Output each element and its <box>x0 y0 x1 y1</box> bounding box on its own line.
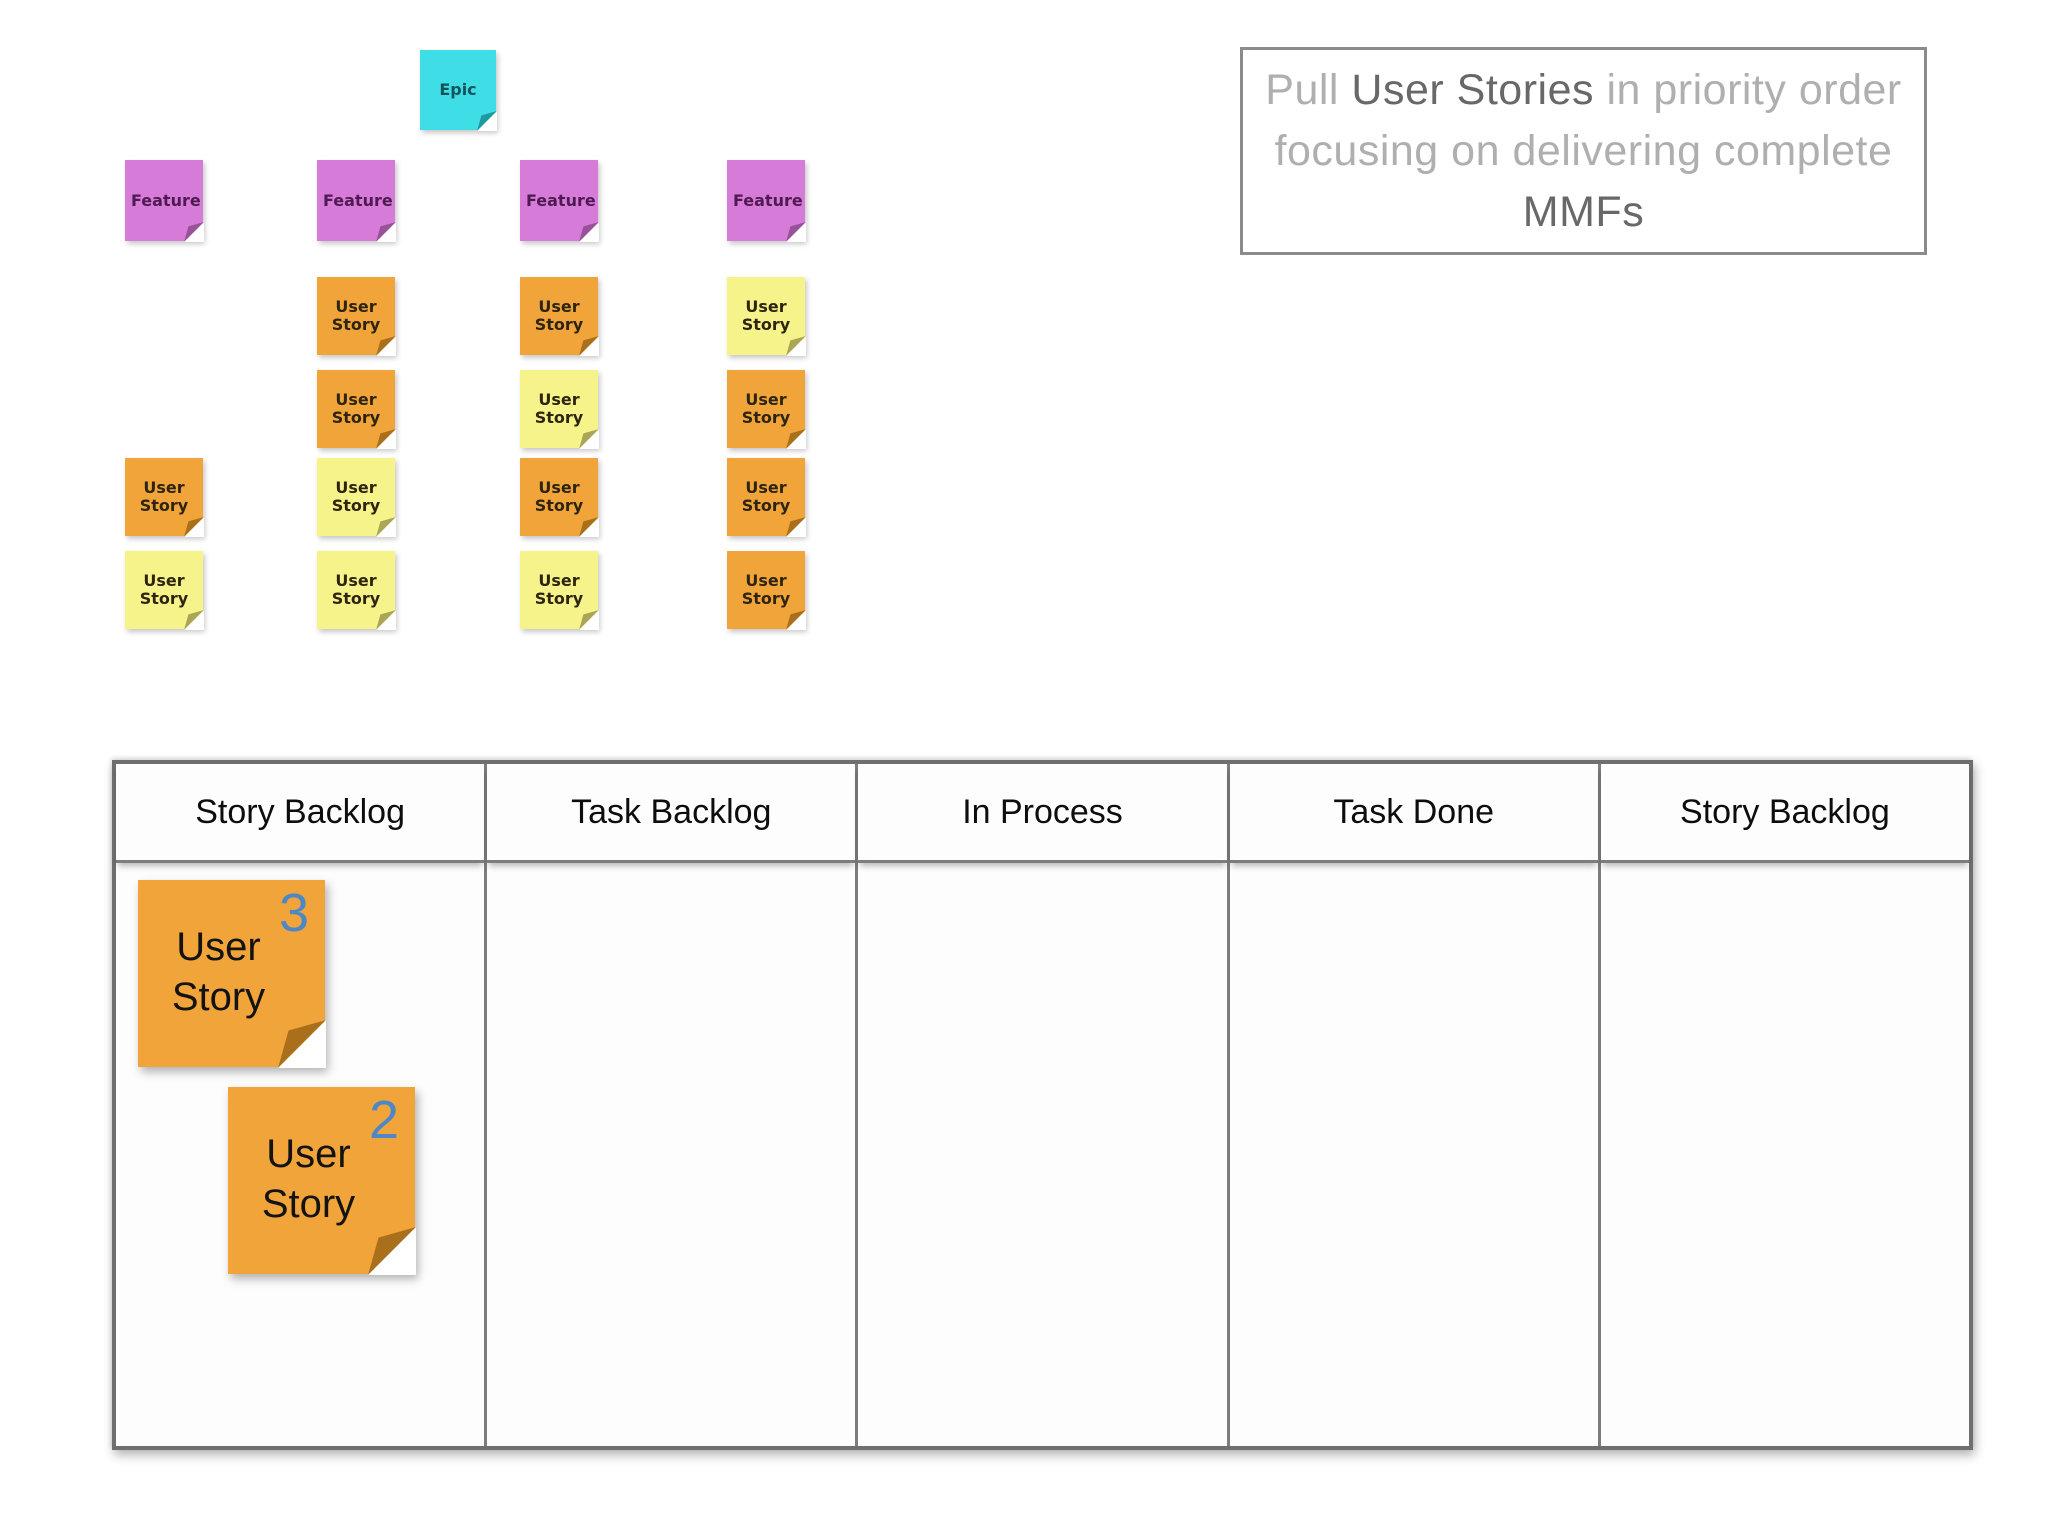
user-story-note[interactable]: User Story <box>520 277 599 356</box>
note-label: User Story <box>139 571 189 608</box>
callout-segment: MMFs <box>1522 187 1645 236</box>
folded-corner-icon <box>786 517 806 537</box>
note-label: User Story <box>534 478 584 515</box>
folded-corner-icon <box>579 429 599 449</box>
note-label: User Story <box>741 571 791 608</box>
column-header: Task Backlog <box>487 764 856 863</box>
user-story-note[interactable]: User Story <box>520 458 599 537</box>
priority-number: 3 <box>278 883 309 943</box>
feature-note[interactable]: Feature <box>125 160 204 242</box>
callout-segment: User Stories <box>1351 65 1594 114</box>
folded-corner-icon <box>368 1227 416 1275</box>
note-label: User Story <box>534 297 584 334</box>
column-header: Task Done <box>1229 764 1598 863</box>
note-label: User Story <box>331 297 381 334</box>
callout-segment: Pull <box>1265 65 1352 114</box>
feature-note[interactable]: Feature <box>317 160 396 242</box>
folded-corner-icon <box>376 429 396 449</box>
column-body <box>487 863 855 1446</box>
folded-corner-icon <box>184 517 204 537</box>
folded-corner-icon <box>184 222 204 242</box>
folded-corner-icon <box>579 610 599 630</box>
kanban-column-story-backlog-0: Story Backlog <box>116 764 488 1446</box>
note-label: User Story <box>741 297 791 334</box>
column-body <box>858 863 1226 1446</box>
folded-corner-icon <box>376 610 396 630</box>
note-label: Feature <box>526 190 596 210</box>
folded-corner-icon <box>579 222 599 242</box>
folded-corner-icon <box>786 222 806 242</box>
feature-note[interactable]: Feature <box>520 160 599 242</box>
callout-text: Pull User Stories in priority order focu… <box>1255 60 1912 243</box>
note-label: User Story <box>534 390 584 427</box>
user-story-note[interactable]: User Story <box>317 551 396 630</box>
folded-corner-icon <box>579 517 599 537</box>
folded-corner-icon <box>376 222 396 242</box>
folded-corner-icon <box>184 610 204 630</box>
kanban-column-task-done-3: Task Done <box>1229 764 1601 1446</box>
priority-number: 2 <box>368 1090 399 1150</box>
kanban-column-in-process-2: In Process <box>858 764 1230 1446</box>
folded-corner-icon <box>477 111 497 131</box>
callout-box: Pull User Stories in priority order focu… <box>1240 47 1927 255</box>
folded-corner-icon <box>786 610 806 630</box>
user-story-note[interactable]: User Story <box>317 277 396 356</box>
user-story-note[interactable]: User Story <box>520 551 599 630</box>
user-story-note[interactable]: User Story <box>520 370 599 449</box>
folded-corner-icon <box>786 336 806 356</box>
kanban-column-task-backlog-1: Task Backlog <box>487 764 859 1446</box>
note-label: User Story <box>331 390 381 427</box>
note-label: Feature <box>733 190 803 210</box>
folded-corner-icon <box>376 336 396 356</box>
note-label: User Story <box>741 478 791 515</box>
column-body <box>1230 863 1598 1446</box>
callout-segment: in priority order focusing on delivering… <box>1274 65 1902 175</box>
user-story-note[interactable]: User Story <box>317 370 396 449</box>
user-story-note[interactable]: User Story <box>727 277 806 356</box>
card-label: User Story <box>261 1132 356 1226</box>
folded-corner-icon <box>376 517 396 537</box>
user-story-note[interactable]: User Story <box>317 458 396 537</box>
user-story-note[interactable]: User Story <box>727 458 806 537</box>
column-header: Story Backlog <box>1600 764 1970 863</box>
feature-note[interactable]: Feature <box>727 160 806 242</box>
note-label: User Story <box>331 478 381 515</box>
card-label: User Story <box>171 925 266 1019</box>
note-label: User Story <box>741 390 791 427</box>
epic-note[interactable]: Epic <box>420 50 497 131</box>
column-header: Story Backlog <box>116 764 485 863</box>
user-story-note[interactable]: User Story <box>125 458 204 537</box>
user-story-note[interactable]: User Story <box>125 551 204 630</box>
user-story-note[interactable]: User Story <box>727 551 806 630</box>
note-label: User Story <box>139 478 189 515</box>
column-body <box>1601 863 1969 1446</box>
note-label: Feature <box>131 190 201 210</box>
note-label: Epic <box>439 80 477 99</box>
folded-corner-icon <box>786 429 806 449</box>
note-label: Feature <box>323 190 393 210</box>
folded-corner-icon <box>278 1020 326 1068</box>
kanban-column-story-backlog-4: Story Backlog <box>1600 764 1970 1446</box>
column-header: In Process <box>858 764 1227 863</box>
note-label: User Story <box>534 571 584 608</box>
folded-corner-icon <box>579 336 599 356</box>
note-label: User Story <box>331 571 381 608</box>
user-story-note[interactable]: User Story <box>727 370 806 449</box>
